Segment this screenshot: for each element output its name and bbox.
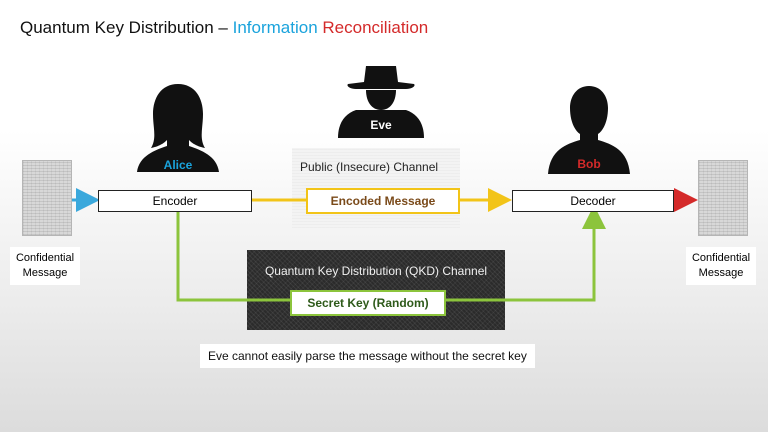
spy-silhouette-icon bbox=[338, 66, 424, 138]
secret-key-box: Secret Key (Random) bbox=[290, 290, 446, 316]
right-document-icon bbox=[698, 160, 748, 236]
footer-note: Eve cannot easily parse the message with… bbox=[200, 344, 535, 368]
right-message-label: Confidential Message bbox=[686, 247, 756, 285]
alice-figure: Alice bbox=[133, 80, 223, 177]
left-message-line1: Confidential bbox=[15, 252, 75, 264]
title-reconciliation: Reconciliation bbox=[322, 18, 429, 37]
title-prefix: Quantum Key Distribution – bbox=[20, 18, 233, 37]
public-channel-label: Public (Insecure) Channel bbox=[300, 160, 439, 174]
eve-label: Eve bbox=[370, 118, 392, 132]
woman-silhouette-icon bbox=[137, 84, 219, 172]
encoder-box: Encoder bbox=[98, 190, 252, 212]
right-message-line2: Message bbox=[698, 267, 744, 279]
man-silhouette-icon bbox=[548, 86, 630, 174]
left-message-line2: Message bbox=[22, 267, 68, 279]
right-message-line1: Confidential bbox=[691, 252, 751, 264]
alice-label: Alice bbox=[163, 158, 193, 172]
qkd-link-right bbox=[444, 205, 606, 302]
eve-figure: Eve bbox=[336, 62, 426, 143]
decoder-box: Decoder bbox=[512, 190, 674, 212]
bob-label: Bob bbox=[577, 157, 601, 171]
page-title: Quantum Key Distribution – Information R… bbox=[12, 14, 437, 42]
bob-figure: Bob bbox=[544, 84, 634, 179]
left-document-icon bbox=[22, 160, 72, 236]
qkd-link-left bbox=[176, 210, 290, 302]
qkd-channel-label: Quantum Key Distribution (QKD) Channel bbox=[264, 264, 488, 278]
left-message-label: Confidential Message bbox=[10, 247, 80, 285]
title-information: Information bbox=[232, 18, 318, 37]
encoded-message-box: Encoded Message bbox=[306, 188, 460, 214]
